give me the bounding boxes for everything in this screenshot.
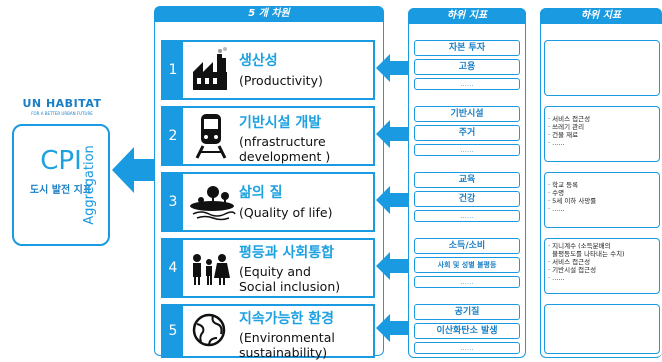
cpi-title: CPI	[40, 146, 82, 176]
note-line: · 기반시설 접근성	[548, 266, 597, 274]
sub-indicator: 소득/소비	[414, 238, 520, 254]
dimension-equity: 4 평등과 사회통합 (Equity and Social inclusion)	[161, 238, 375, 298]
dimension-quality-of-life: 3 삶의 질 (Quality of life)	[161, 172, 375, 232]
note-line: · ......	[548, 205, 565, 213]
globe-leaf-icon	[192, 313, 226, 347]
note-line: · 5세 이하 사망률	[548, 197, 597, 205]
sub-indicator-group-4: 소득/소비 사회 및 성별 불평등 ......	[414, 238, 520, 288]
note-line: · 학교 등록	[548, 181, 579, 189]
dimension-english-title: (Environmental sustainability)	[239, 330, 335, 360]
factory-icon	[193, 47, 227, 90]
sub-indicator: 교육	[414, 172, 520, 188]
dimension-number: 4	[163, 240, 183, 296]
dimension-number: 3	[163, 174, 183, 230]
cpi-box: CPI 도시 발전 지표	[12, 124, 110, 246]
dimension-number: 1	[163, 42, 183, 98]
sub-indicator: 건강	[414, 191, 520, 207]
dimension-english-title: (Productivity)	[239, 73, 323, 88]
sub-indicator-notes-4: · 지니계수 (소득분배의 불평등도를 나타내는 수치) · 서비스 접근성 ·…	[544, 238, 660, 294]
aggregation-arrow	[112, 147, 154, 193]
sub-indicator-group-1: 자본 투자 고용 ......	[414, 40, 520, 90]
sub-indicator: 기반시설	[414, 106, 520, 122]
dimension-productivity: 1 생산성 (Productivity)	[161, 40, 375, 100]
note-line: · 수명	[548, 189, 565, 197]
sub-indicator: 자본 투자	[414, 40, 520, 56]
sub-indicator-more: ......	[414, 276, 520, 288]
logo-tagline: FOR A BETTER URBAN FUTURE	[31, 111, 93, 116]
dimensions-header: 5 개 차원	[154, 6, 384, 22]
sub-indicator-group-3: 교육 건강 ......	[414, 172, 520, 222]
dimension-english-title: (nfrastructure development )	[239, 134, 331, 164]
note-line: · 건물 재료	[548, 131, 579, 139]
connector-arrow-4	[376, 252, 408, 280]
dimension-number: 2	[163, 108, 183, 164]
sub-indicator-header-2: 하위 지표	[540, 8, 662, 24]
people-icon	[193, 254, 230, 285]
sub-indicator: 고용	[414, 59, 520, 75]
sub-indicator: 주거	[414, 125, 520, 141]
sub-indicator-more: ......	[414, 78, 520, 90]
connector-arrow-1	[376, 54, 408, 82]
connector-arrow-5	[376, 314, 408, 342]
dimension-infrastructure: 2 기반시설 개발 (nfrastructure development )	[161, 106, 375, 166]
landscape-icon	[190, 186, 236, 221]
note-line: · 쓰레기 관리	[548, 123, 585, 131]
note-line: 불평등도를 나타내는 수치)	[548, 250, 625, 258]
dimension-number: 5	[163, 306, 183, 356]
sub-indicator-more: ......	[414, 342, 520, 354]
note-line: · 서비스 접근성	[548, 258, 591, 266]
dimension-korean-title: 삶의 질	[239, 185, 283, 201]
connector-arrow-3	[376, 186, 408, 214]
cpi-subtitle: 도시 발전 지표	[29, 185, 93, 196]
un-habitat-logo: UN HABITAT FOR A BETTER URBAN FUTURE	[8, 97, 116, 123]
sub-indicator-notes-1	[544, 40, 660, 96]
sub-indicator-header-1: 하위 지표	[408, 8, 526, 24]
logo-text: UN HABITAT	[22, 97, 102, 110]
connector-arrow-2	[376, 120, 408, 148]
sub-indicator: 이산화탄소 발생	[414, 323, 520, 339]
dimension-english-title: (Equity and Social inclusion)	[239, 264, 341, 294]
note-line: · ......	[548, 274, 565, 282]
sub-indicator-group-5: 공기질 이산화탄소 발생 ......	[414, 304, 520, 354]
sub-indicator: 사회 및 성별 불평등	[414, 257, 520, 273]
dimension-english-title: (Quality of life)	[239, 205, 333, 220]
sub-indicator: 공기질	[414, 304, 520, 320]
sub-indicator-notes-3: · 학교 등록 · 수명 · 5세 이하 사망률 · ......	[544, 172, 660, 228]
dimension-korean-title: 생산성	[239, 53, 278, 69]
train-icon	[195, 114, 227, 159]
sub-indicator-more: ......	[414, 144, 520, 156]
dimension-korean-title: 평등과 사회통합	[239, 245, 335, 261]
sub-indicator-notes-5	[544, 304, 660, 354]
dimension-korean-title: 기반시설 개발	[239, 115, 322, 131]
note-line: · 서비스 접근성	[548, 115, 591, 123]
dimension-environment: 5 지속가능한 환경 (Environmental sustainability…	[161, 304, 375, 360]
sub-indicator-group-2: 기반시설 주거 ......	[414, 106, 520, 156]
sub-indicator-notes-2: · 서비스 접근성 · 쓰레기 관리 · 건물 재료 · ......	[544, 106, 660, 162]
note-line: · 지니계수 (소득분배의	[548, 242, 611, 250]
note-line: · ......	[548, 139, 565, 147]
dimension-korean-title: 지속가능한 환경	[239, 311, 335, 327]
sub-indicator-more: ......	[414, 210, 520, 222]
aggregation-label: Aggregation	[82, 145, 97, 225]
